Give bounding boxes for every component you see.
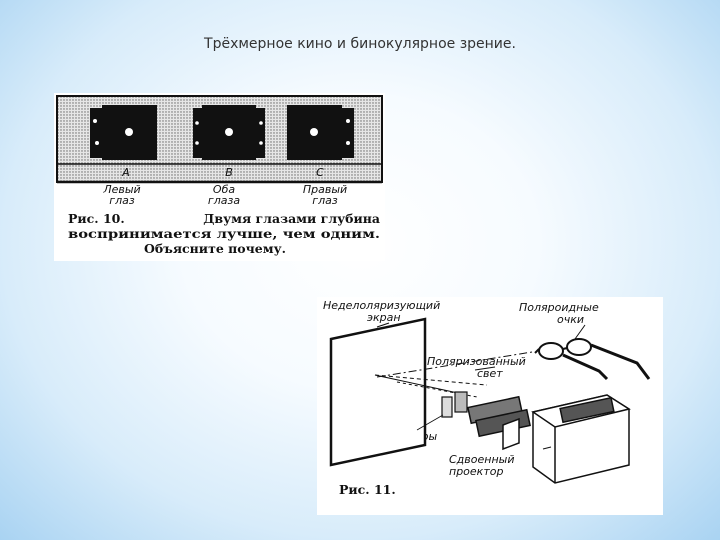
panel-letter-a: A [121,166,130,179]
figure1-caption-line3: Объясните почему. [144,241,286,256]
polaroid-glasses-drawing [534,324,651,381]
figure1-caption-number: Рис. 10. [68,211,125,226]
panel-label-b-line1: Оба [213,183,235,196]
panel-label-a-line2: глаз [109,194,135,207]
figure-polarized-projection: Неделоляризующий экран Поляроидные очки … [317,297,663,515]
cube-c [287,105,354,160]
panel-label-c-line1: Правый [303,183,347,196]
panel-label-b-line2: глаза [208,194,240,207]
figure1-caption-line2: воспринимается лучше, чем одним. [68,226,380,241]
screen-drawing [329,317,427,467]
cube-a [90,105,157,160]
figure-binocular-depth: A B C Левый глаз Оба глаза Правый глаз Р… [54,93,385,261]
label-projector-line1: Сдвоенный [449,453,514,466]
label-light-line2: свет [477,367,503,380]
panel-label-a-line1: Левый [102,183,140,196]
panel-letter-b: B [225,166,233,179]
twin-projector-drawing [467,394,631,484]
figure-binocular-depth-drawing: A B C Левый глаз Оба глаза Правый глаз Р… [56,95,383,256]
cube-b [193,105,265,160]
slide-title: Трёхмерное кино и бинокулярное зрение. [204,36,516,52]
figure2-caption: Рис. 11. [339,482,396,497]
figure1-caption-line1: Двумя глазами глубина [203,211,380,226]
label-glasses-line1: Поляроидные [519,301,599,314]
panel-letter-c: C [316,166,324,179]
label-glasses-line2: очки [557,313,584,326]
label-screen-line2: экран [367,311,401,324]
filters-drawing [416,391,468,431]
label-screen-line1: Неделоляризующий [323,299,440,312]
panel-label-c-line2: глаз [312,194,338,207]
figure-polarized-projection-drawing: Неделоляризующий экран Поляроидные очки … [323,299,651,497]
label-projector-line2: проектор [449,465,503,478]
